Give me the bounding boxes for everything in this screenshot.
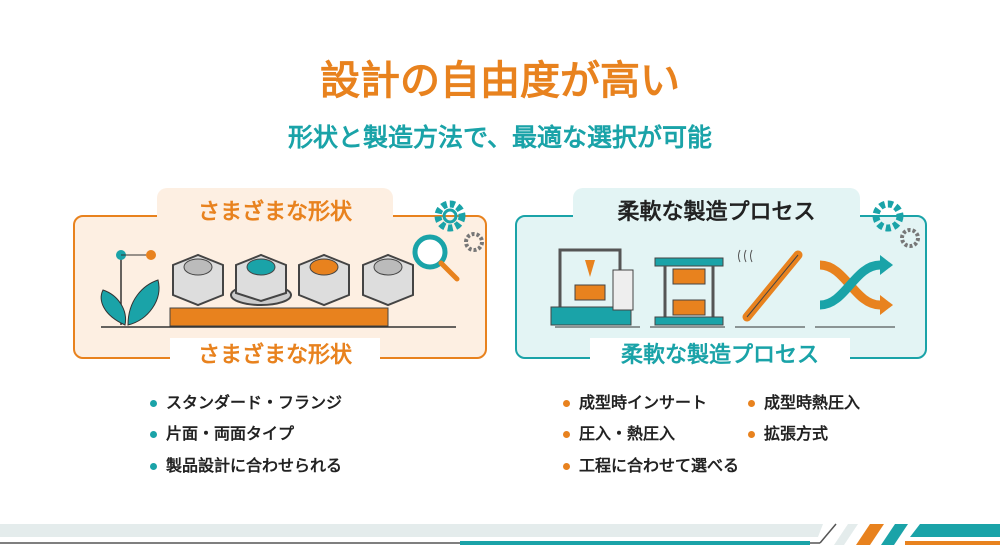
process-bullet: 成型時インサート [563, 389, 707, 413]
heat-staking-tool-icon [738, 249, 803, 322]
magnifier-icon [412, 234, 460, 282]
process-bullet: 工程に合わせて選べる [563, 452, 739, 476]
page-title: 設計の自由度が高い [320, 58, 680, 104]
process-bullet: 拡張方式 [748, 420, 828, 444]
shapes-illustration [100, 234, 460, 328]
process-panel-title: 柔軟な製造プロセス [573, 188, 860, 234]
gear-icon [434, 200, 484, 252]
shape-bullet: 片面・両面タイプ [150, 420, 294, 444]
bullet-text: 圧入・熱圧入 [579, 424, 676, 443]
molding-machine-icon [550, 248, 634, 326]
bullet-text: 工程に合わせて選べる [579, 456, 740, 475]
gear-icon [872, 200, 920, 248]
hex-nut-icon [172, 253, 224, 307]
hex-nut-orange-thread-icon [298, 253, 350, 307]
process-bullet: 圧入・熱圧入 [563, 420, 675, 444]
flange-nut-icon [230, 253, 292, 306]
ruler-icon [169, 307, 389, 327]
plant-icon [100, 250, 160, 326]
shapes-panel-caption: さまざまな形状 [170, 338, 380, 374]
knurled-nut-icon [362, 253, 414, 307]
bullet-text: 成型時インサート [579, 393, 708, 412]
process-illustration [550, 248, 895, 328]
bullet-text: スタンダード・フランジ [166, 393, 343, 412]
shuffle-arrows-icon [819, 255, 893, 315]
process-bullet: 成型時熱圧入 [748, 389, 860, 413]
shapes-panel-title: さまざまな形状 [157, 188, 393, 234]
process-panel-caption: 柔軟な製造プロセス [590, 338, 850, 374]
bullet-text: 拡張方式 [764, 424, 829, 443]
footer-decoration [0, 523, 1000, 545]
page-subtitle: 形状と製造方法で、最適な選択が可能 [287, 123, 712, 152]
press-machine-icon [654, 257, 724, 326]
bullet-text: 製品設計に合わせられる [166, 456, 343, 475]
shape-bullet: 製品設計に合わせられる [150, 452, 342, 476]
shape-bullet: スタンダード・フランジ [150, 389, 342, 413]
bullet-text: 成型時熱圧入 [764, 393, 861, 412]
bullet-text: 片面・両面タイプ [166, 424, 295, 443]
